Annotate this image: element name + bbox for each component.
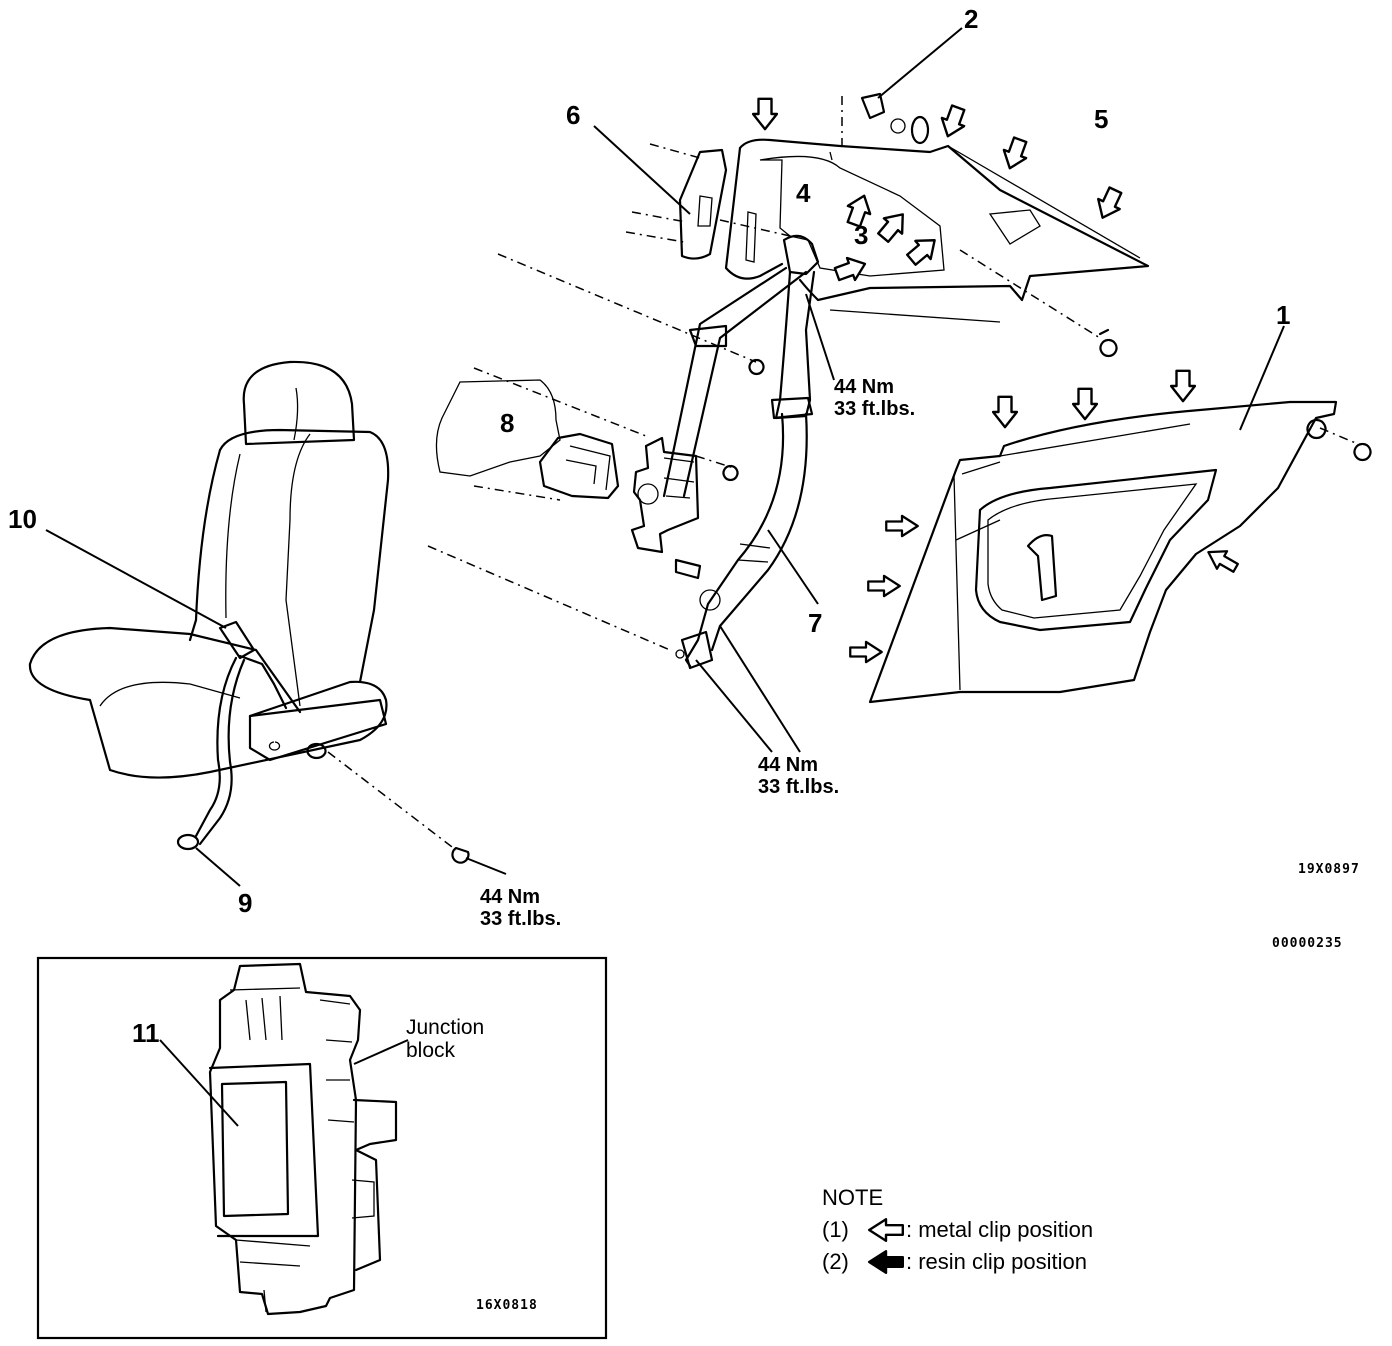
callout-4: 4 (796, 178, 811, 208)
note-item-2-index: (2) (822, 1249, 849, 1274)
figure-code-inset: 16X0818 (476, 1298, 538, 1313)
cover-part-8 (435, 379, 620, 501)
metal-clip-arrow-icon (1072, 387, 1098, 421)
torque-ftlbs: 33 ft.lbs. (834, 398, 916, 420)
solid-arrow-icon (867, 1250, 905, 1274)
screw-part (959, 249, 1118, 357)
torque-label-seat: 44 Nm 33 ft.lbs. (480, 886, 561, 930)
metal-clip-arrow-icon (752, 97, 778, 131)
callout-6: 6 (566, 100, 581, 130)
retractor-assembly (427, 367, 739, 659)
callout-5: 5 (1094, 104, 1109, 134)
note-title: NOTE (822, 1185, 884, 1210)
torque-leader (465, 857, 507, 875)
seat-belt-buckle-part-10 (45, 529, 288, 887)
metal-clip-arrow-icon (997, 134, 1033, 174)
metal-clip-arrow-icon (872, 205, 914, 247)
torque-ftlbs: 33 ft.lbs. (758, 776, 840, 798)
torque-label-lower: 44 Nm 33 ft.lbs. (758, 754, 839, 798)
torque-nm: 44 Nm (834, 376, 895, 398)
callout-8: 8 (500, 408, 515, 438)
metal-clip-arrow-icon (935, 102, 971, 142)
callout-3: 3 (854, 220, 869, 250)
note-item-1-index: (1) (822, 1217, 849, 1242)
pillar-trim-part-5 (724, 96, 1150, 323)
callout-7: 7 (808, 608, 823, 638)
callout-9: 9 (238, 888, 253, 918)
callout-10: 10 (8, 504, 37, 534)
note-item-2-text: : resin clip position (906, 1249, 1087, 1274)
metal-clip-arrow-icon (867, 574, 901, 598)
metal-clip-arrow-icon (831, 251, 871, 287)
note-item-1-text: : metal clip position (906, 1217, 1094, 1242)
callout-1: 1 (1276, 300, 1291, 330)
metal-clip-arrow-icon (1090, 183, 1128, 225)
metal-clip-arrow-icon (992, 395, 1018, 429)
torque-nm: 44 Nm (758, 754, 819, 776)
metal-clip-arrow-icon (885, 514, 919, 538)
clip-part-2 (860, 27, 963, 145)
torque-label-upper: 44 Nm 33 ft.lbs. (834, 376, 915, 420)
torque-leader (805, 293, 835, 381)
quarter-trim-part-1 (868, 325, 1372, 704)
seat-belt-part-7 (662, 234, 820, 670)
torque-leader (695, 659, 773, 753)
seat-illustration (28, 360, 470, 864)
junction-block-label-line2: block (406, 1039, 456, 1062)
junction-block-label: Junction block (406, 1016, 484, 1062)
junction-block-inset (36, 956, 608, 1340)
anchor-bracket-part-6 (593, 125, 791, 260)
torque-nm: 44 Nm (480, 886, 541, 908)
outline-arrow-icon (867, 1218, 905, 1242)
metal-clip-arrow-icon (902, 229, 944, 271)
metal-clip-arrow-icon (1170, 369, 1196, 403)
bolt-part (497, 253, 765, 376)
junction-block-label-line1: Junction (406, 1016, 485, 1039)
torque-ftlbs: 33 ft.lbs. (480, 908, 562, 930)
callout-11: 11 (132, 1018, 160, 1048)
metal-clip-arrow-icon (1202, 542, 1242, 578)
figure-code-main: 19X0897 (1298, 862, 1360, 877)
metal-clip-arrow-icon (849, 640, 883, 664)
callout-2: 2 (964, 4, 979, 34)
figure-code-doc: 00000235 (1272, 936, 1343, 951)
torque-leader (719, 625, 801, 753)
